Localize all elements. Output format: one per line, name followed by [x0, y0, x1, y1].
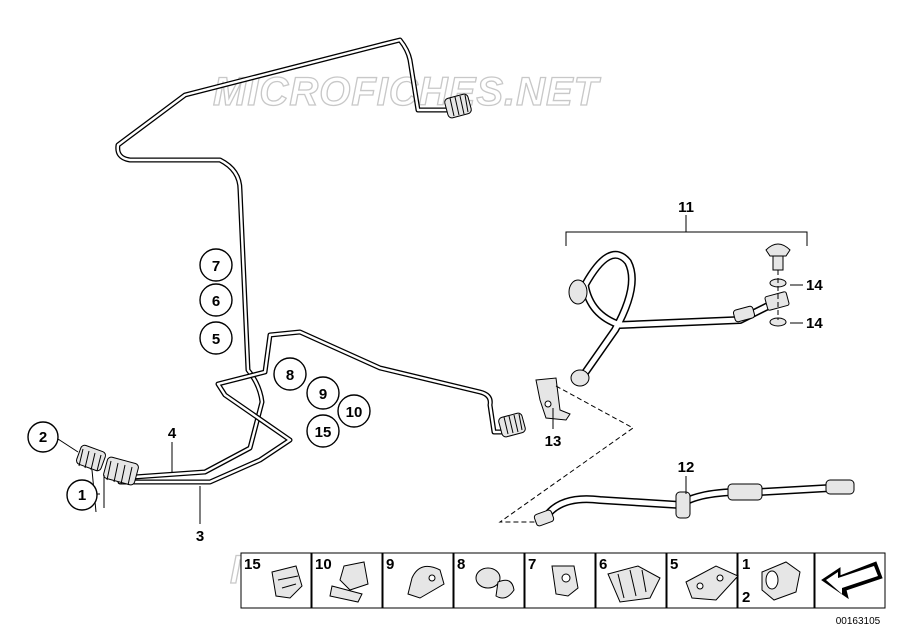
pipe-fitting-left: [75, 444, 139, 513]
clip-5-icon: [685, 565, 739, 601]
label-3: 3: [196, 528, 204, 545]
svg-text:9: 9: [319, 386, 327, 403]
svg-text:6: 6: [212, 293, 220, 310]
clip-9-icon: [407, 565, 445, 599]
label-11: 11: [678, 199, 694, 216]
label-13: 13: [545, 433, 562, 450]
label-4: 4: [168, 425, 177, 442]
pipe-fitting-middle: [498, 412, 526, 438]
dashed-guide: [498, 385, 634, 523]
legend-num-1: 1: [742, 556, 750, 573]
svg-text:1: 1: [78, 487, 86, 504]
clip-15-icon: [271, 565, 303, 599]
callout-15: 15: [306, 414, 340, 448]
callout-10: 10: [337, 394, 371, 428]
brake-pipe-upper: [115, 37, 451, 481]
callout-9: 9: [306, 376, 340, 410]
legend-num-6: 6: [599, 556, 607, 573]
callout-2: 2: [27, 421, 59, 453]
callout-5: 5: [199, 321, 233, 355]
legend-num-15: 15: [244, 556, 261, 573]
legend-num-2: 2: [742, 589, 750, 606]
svg-text:2: 2: [39, 429, 47, 446]
callout-1: 1: [66, 479, 98, 511]
clip-6-icon: [607, 565, 661, 603]
label-14-bottom: 14: [806, 315, 823, 332]
group-bracket-11: [565, 215, 808, 246]
arrow-down-left-icon: [821, 561, 883, 600]
drawing-number: 00163105: [836, 616, 881, 627]
svg-text:8: 8: [286, 367, 294, 384]
banjo-bolt: [764, 243, 791, 327]
clip-10-icon: [329, 561, 369, 603]
legend-num-9: 9: [386, 556, 394, 573]
svg-text:15: 15: [315, 424, 332, 441]
legend-num-8: 8: [457, 556, 465, 573]
label-14-top: 14: [806, 277, 823, 294]
pipe-fitting-upper: [444, 93, 472, 119]
svg-text:5: 5: [212, 331, 220, 348]
watermark-top: MICROFICHES.NET: [213, 70, 602, 114]
callout-7: 7: [199, 248, 233, 282]
label-12: 12: [678, 459, 695, 476]
brake-pipe-lower: [117, 329, 508, 485]
svg-text:7: 7: [212, 258, 220, 275]
hose-bracket: [535, 377, 571, 421]
legend-strip: 15 10 9 8 7 6 5 1 2: [240, 552, 886, 609]
svg-text:10: 10: [346, 404, 363, 421]
callout-8: 8: [273, 357, 307, 391]
fitting-1-2-icon: [761, 561, 801, 601]
legend-num-7: 7: [528, 556, 536, 573]
brake-hose-rear: [533, 479, 855, 527]
legend-num-5: 5: [670, 556, 678, 573]
clip-8-icon: [475, 567, 515, 599]
clip-7-icon: [551, 565, 579, 597]
brake-hose-front: [568, 250, 774, 387]
callout-6: 6: [199, 283, 233, 317]
legend-num-10: 10: [315, 556, 332, 573]
